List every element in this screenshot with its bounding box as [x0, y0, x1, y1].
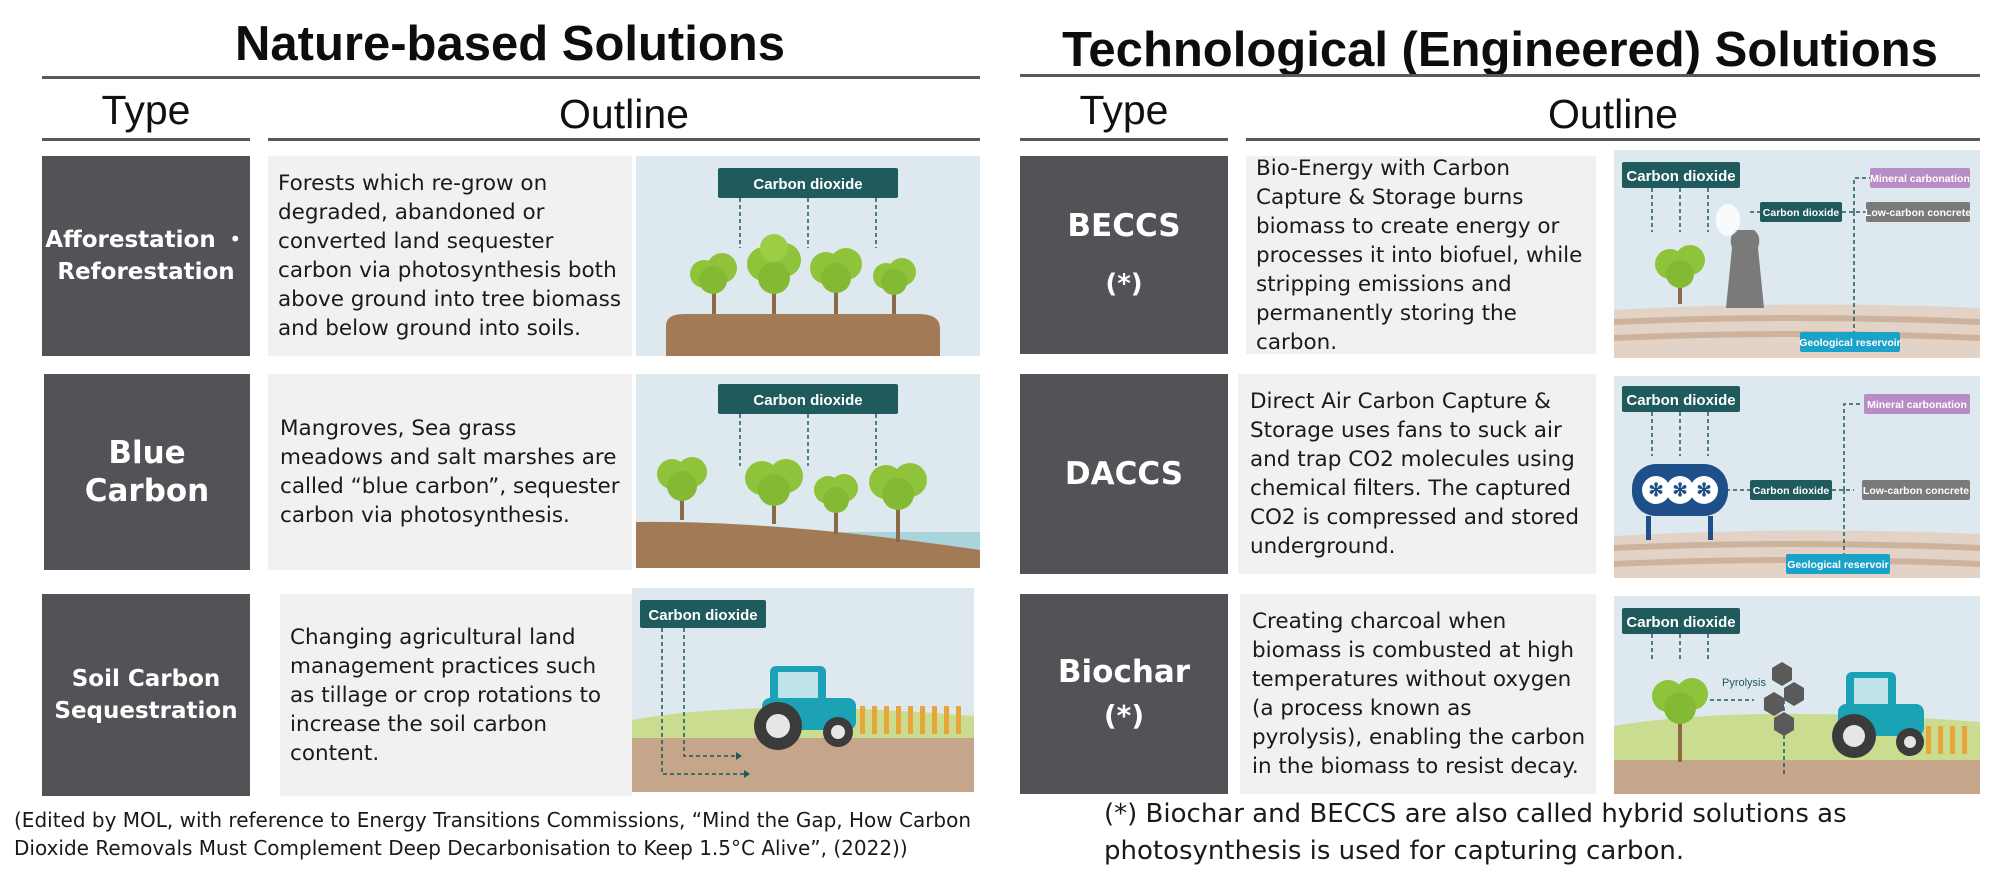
tech-type-header: Type: [1079, 87, 1169, 133]
mineral-carbonation-tag: Mineral carbonation: [1870, 173, 1970, 185]
co2-tag: Carbon dioxide: [1626, 392, 1735, 409]
nature-title-rule: [42, 76, 980, 79]
type-label-line1: DACCS: [1064, 456, 1184, 492]
illustration-soil-carbon: Carbon dioxide: [632, 588, 974, 792]
outline-beccs: Bio-Energy with Carbon Capture & Storage…: [1246, 155, 1596, 355]
outline-text: Forests which re-grow on degraded, aband…: [278, 171, 622, 341]
type-blue-carbon: Blue Carbon: [44, 374, 250, 570]
pyrolysis-label: Pyrolysis: [1722, 677, 1767, 689]
tractor-icon: [754, 666, 856, 750]
wheat-icons: [860, 706, 961, 734]
svg-text:✻: ✻: [1672, 480, 1687, 500]
co2-tag: Carbon dioxide: [753, 176, 862, 193]
geological-reservoir-tag: Geological reservoir: [1799, 337, 1901, 349]
type-afforestation: Afforestation ・ Reforestation: [42, 156, 250, 356]
outline-text: Changing agricultural land management pr…: [290, 624, 602, 766]
type-daccs: DACCS: [1020, 374, 1228, 574]
nature-type-rule: [42, 138, 250, 141]
type-label-line2: Sequestration: [54, 698, 238, 724]
biochar-hexagon-icon: [1764, 662, 1804, 736]
tractor-icon: [1832, 672, 1924, 758]
type-soil-carbon: Soil Carbon Sequestration: [42, 594, 250, 796]
outline-soil-carbon: Changing agricultural land management pr…: [280, 594, 632, 796]
illustration-afforestation: Carbon dioxide: [636, 156, 980, 356]
outline-biochar: Creating charcoal when biomass is combus…: [1240, 594, 1596, 794]
type-label-line1: Soil Carbon: [71, 666, 221, 692]
type-label-line2: Reforestation: [57, 259, 235, 285]
co2-tag: Carbon dioxide: [753, 392, 862, 409]
co2-tag: Carbon dioxide: [1626, 614, 1735, 631]
tree-icon: [1655, 245, 1705, 304]
low-carbon-concrete-tag: Low-carbon concrete: [1865, 207, 1971, 219]
type-label-line1: BECCS: [1067, 208, 1181, 244]
type-label-line1: Biochar: [1057, 654, 1191, 690]
tree-icon: [1652, 678, 1708, 762]
tree-icons: [690, 234, 916, 314]
mangrove-icons: [657, 457, 927, 542]
tech-outline-rule: [1246, 138, 1980, 141]
type-beccs: BECCS (*): [1020, 156, 1228, 354]
co2-small-tag: Carbon dioxide: [1753, 485, 1830, 497]
tech-title-rule: [1020, 74, 1980, 77]
fan-unit-icon: ✻ ✻ ✻: [1632, 464, 1728, 540]
outline-text: Bio-Energy with Carbon Capture & Storage…: [1256, 155, 1583, 355]
illustration-biochar: Carbon dioxide Pyrolysis: [1614, 596, 1980, 794]
power-plant-icon: [1716, 204, 1764, 308]
tech-type-rule: [1020, 138, 1228, 141]
hybrid-note: (*) Biochar and BECCS are also called hy…: [1104, 799, 1847, 866]
outline-daccs: Direct Air Carbon Capture & Storage uses…: [1238, 374, 1596, 574]
type-label-line2: (*): [1103, 699, 1145, 732]
nature-outline-rule: [268, 138, 980, 141]
type-label-line1: Afforestation ・: [45, 227, 247, 253]
illustration-blue-carbon: Carbon dioxide: [636, 374, 980, 568]
outline-afforestation: Forests which re-grow on degraded, aband…: [268, 156, 632, 356]
source-note: (Edited by MOL, with reference to Energy…: [14, 808, 972, 860]
nature-type-header: Type: [101, 87, 191, 133]
nature-outline-header: Outline: [559, 91, 689, 137]
low-carbon-concrete-tag: Low-carbon concrete: [1863, 485, 1969, 497]
geological-reservoir-tag: Geological reservoir: [1787, 559, 1889, 571]
type-label-line1: Blue Carbon: [84, 435, 210, 509]
type-biochar: Biochar (*): [1020, 594, 1228, 794]
mineral-carbonation-tag: Mineral carbonation: [1867, 399, 1967, 411]
tech-title: Technological (Engineered) Solutions: [1062, 23, 1938, 77]
outline-blue-carbon: Mangroves, Sea grass meadows and salt ma…: [268, 374, 632, 570]
co2-small-tag: Carbon dioxide: [1763, 207, 1840, 219]
tech-outline-header: Outline: [1548, 91, 1678, 137]
illustration-beccs: Carbon dioxide Carbon dioxide Mineral ca…: [1614, 150, 1980, 358]
outline-text: Direct Air Carbon Capture & Storage uses…: [1250, 389, 1580, 559]
wheat-icons: [1926, 726, 1967, 754]
co2-tag: Carbon dioxide: [648, 607, 757, 624]
svg-text:✻: ✻: [1648, 480, 1663, 500]
outline-text: Mangroves, Sea grass meadows and salt ma…: [280, 416, 620, 528]
outline-text: Creating charcoal when biomass is combus…: [1252, 609, 1586, 779]
co2-tag: Carbon dioxide: [1626, 168, 1735, 185]
illustration-daccs: Carbon dioxide ✻ ✻ ✻ Carbon dioxide Mine…: [1614, 376, 1980, 578]
nature-title: Nature-based Solutions: [235, 17, 785, 71]
type-label-line2: (*): [1105, 269, 1143, 299]
svg-text:✻: ✻: [1696, 480, 1711, 500]
